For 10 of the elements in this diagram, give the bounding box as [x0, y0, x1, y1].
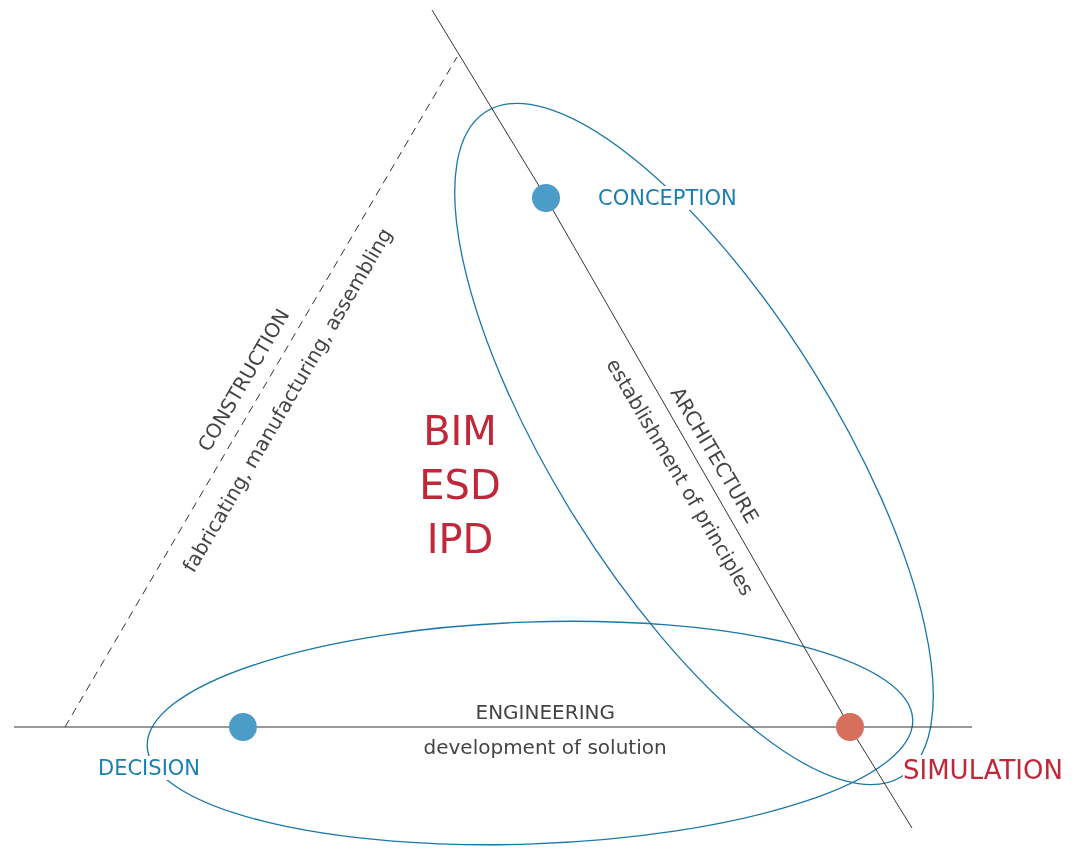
- node-label: CONCEPTION: [598, 186, 737, 210]
- edge-label: ENGINEERING: [475, 700, 615, 724]
- acronym-list: BIM ESD IPD: [410, 404, 510, 566]
- axis-caption: development of solution: [423, 735, 667, 759]
- dot: [836, 713, 864, 741]
- connector-line: [552, 209, 844, 716]
- dot: [532, 184, 560, 212]
- connector-line: [256, 726, 837, 728]
- dot: [229, 713, 257, 741]
- node-label: DECISION: [98, 756, 201, 780]
